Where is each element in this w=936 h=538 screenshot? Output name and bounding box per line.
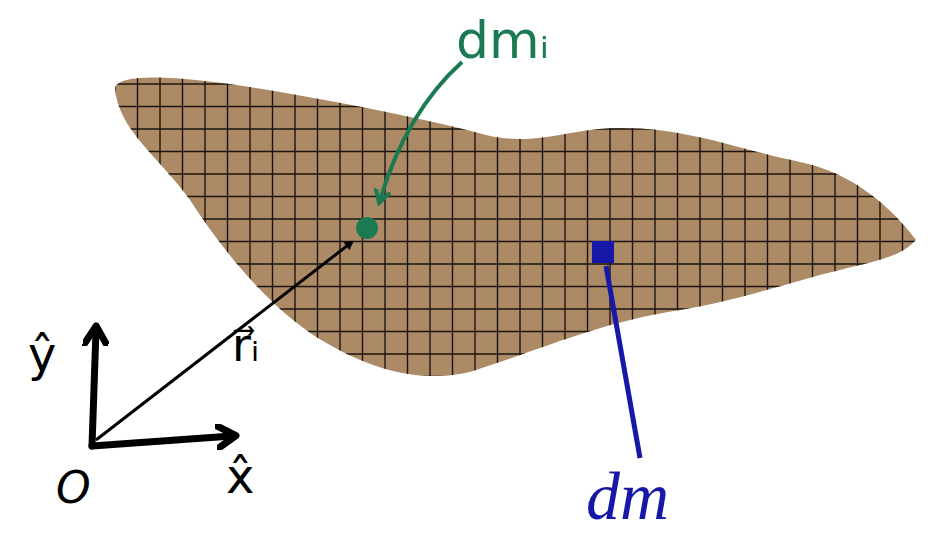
axis-label: x̂ bbox=[226, 452, 254, 500]
mass-label: dm bbox=[586, 462, 669, 530]
y-axis bbox=[92, 330, 96, 446]
leader-line bbox=[606, 266, 640, 458]
x-axis bbox=[92, 436, 232, 446]
vector-label: r⃗ᵢ bbox=[232, 322, 259, 368]
position-vector bbox=[96, 242, 352, 440]
mass-element bbox=[592, 241, 614, 263]
mass-label: dmᵢ bbox=[456, 14, 549, 66]
origin-label: O bbox=[56, 466, 91, 510]
leader-line bbox=[380, 62, 462, 200]
mass-point bbox=[356, 217, 378, 239]
axis-label: ŷ bbox=[28, 330, 56, 378]
